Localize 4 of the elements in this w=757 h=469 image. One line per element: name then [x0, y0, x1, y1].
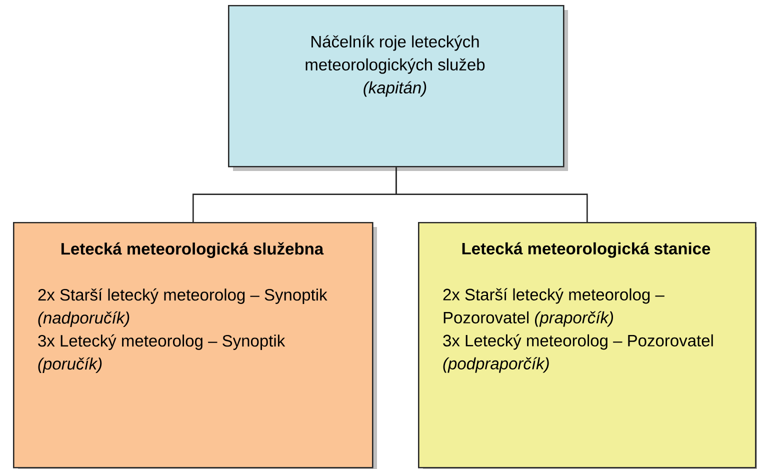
org-box: Letecká meteorologická služebna 2x Starší letecký meteorolog – Synoptik (nadporučík) 3x Letecký meteorolog – Synoptik (poručík) — [13, 222, 377, 469]
org-box: Náčelník roje leteckých meteorologických služeb (kapitán) — [228, 5, 568, 171]
connector-line — [396, 167, 588, 222]
org-box: Letecká meteorologická stanice 2x Starší letecký meteorolog – Pozorovatel (praporčík) 3x Letecký meteorolog – Pozorovatel (podpraporčík) — [418, 222, 757, 469]
